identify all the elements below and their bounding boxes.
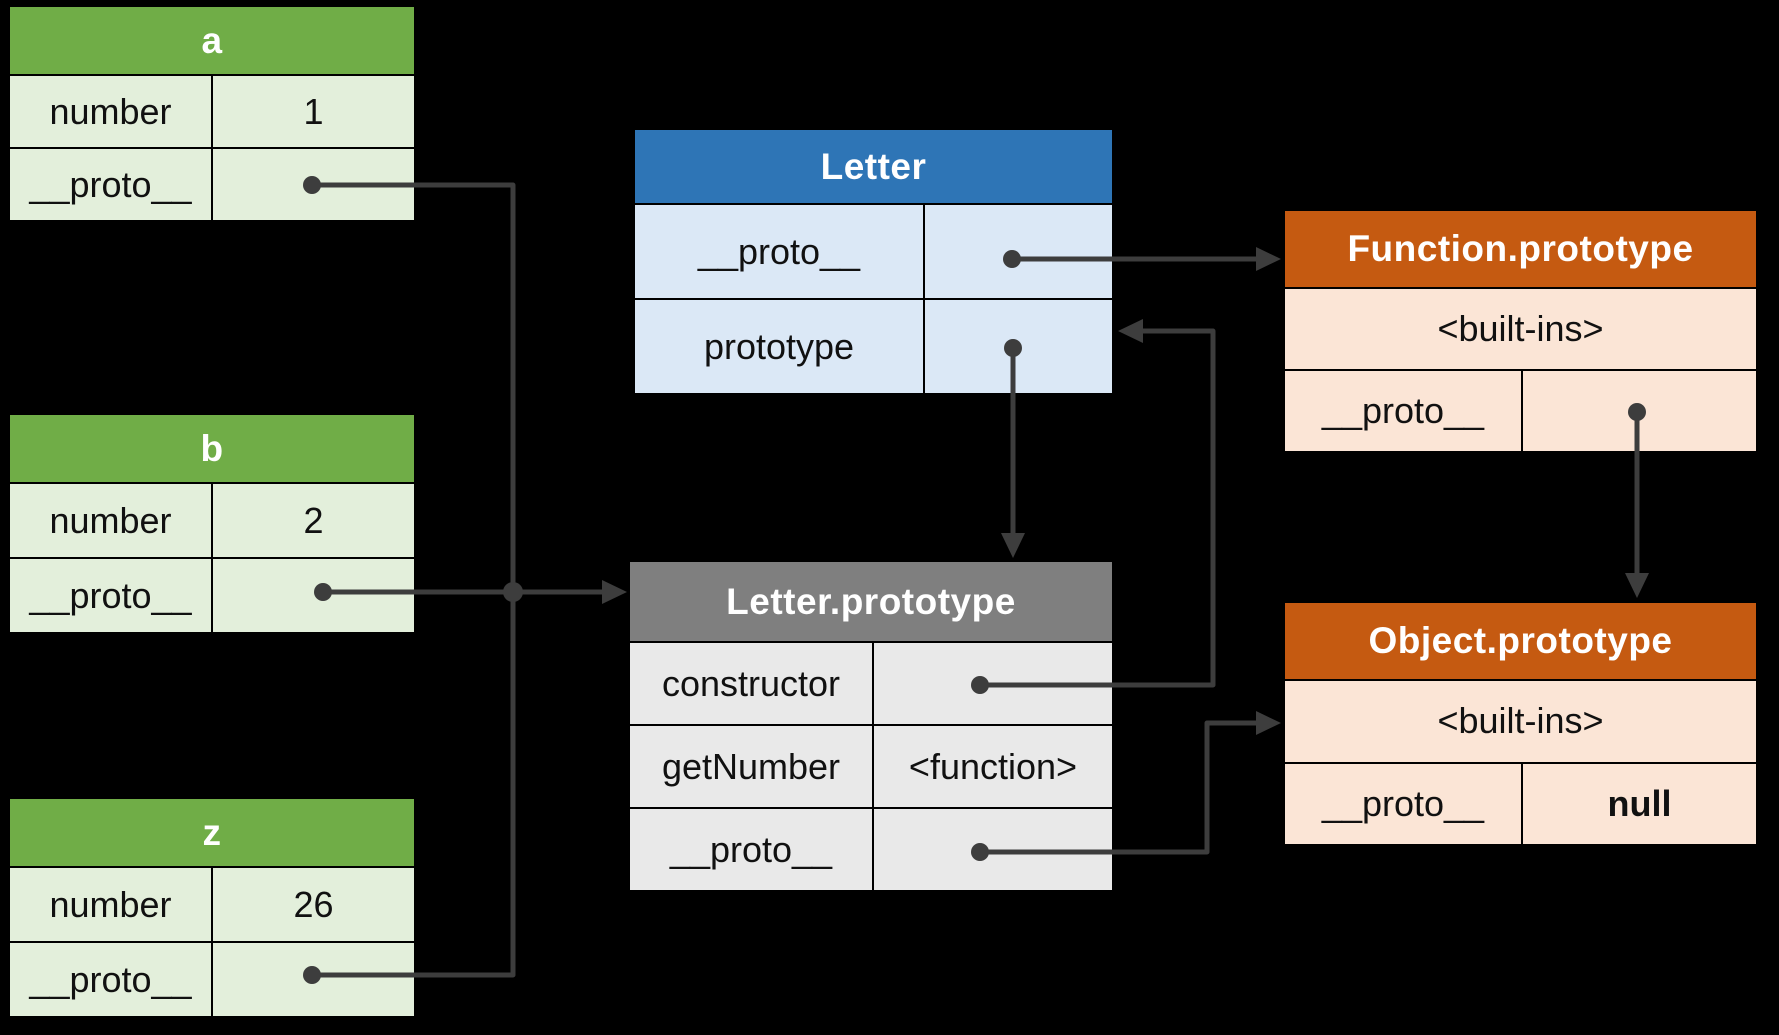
table-function-prototype: Function.prototype <built-ins> __proto__ [1283, 209, 1758, 453]
table-letter-prototype: Letter.prototype constructor getNumber <… [628, 560, 1114, 892]
function-prototype-proto-key: __proto__ [1285, 371, 1521, 451]
table-b-number-value: 2 [213, 484, 414, 557]
table-a-proto-pointer-cell [213, 149, 414, 220]
function-prototype-builtins: <built-ins> [1285, 289, 1756, 369]
letter-prototype-proto-pointer-cell [874, 809, 1112, 890]
function-prototype-proto-pointer-cell [1523, 371, 1756, 451]
table-z-number-value: 26 [213, 868, 414, 941]
table-b-proto-key: __proto__ [10, 559, 211, 632]
table-object-prototype: Object.prototype <built-ins> __proto__ n… [1283, 601, 1758, 846]
object-prototype-proto-value: null [1523, 763, 1756, 844]
table-b-title: b [10, 415, 414, 482]
table-z-title: z [10, 799, 414, 866]
letter-prototype-getnumber-key: getNumber [630, 726, 872, 807]
table-b-proto-pointer-cell [213, 559, 414, 632]
letter-prototype-constructor-pointer-cell [874, 643, 1112, 724]
table-letter-prototype-key: prototype [635, 300, 923, 393]
table-a-number-value: 1 [213, 76, 414, 147]
table-a: a number 1 __proto__ [8, 5, 416, 222]
table-z-proto-key: __proto__ [10, 943, 211, 1016]
table-letter-title: Letter [635, 130, 1112, 203]
table-z-proto-pointer-cell [213, 943, 414, 1016]
letter-prototype-constructor-key: constructor [630, 643, 872, 724]
table-a-proto-key: __proto__ [10, 149, 211, 220]
letter-prototype-proto-key: __proto__ [630, 809, 872, 890]
table-function-prototype-title: Function.prototype [1285, 211, 1756, 287]
table-letter-proto-pointer-cell [925, 205, 1112, 298]
table-z-number-key: number [10, 868, 211, 941]
table-b: b number 2 __proto__ [8, 413, 416, 634]
table-object-prototype-title: Object.prototype [1285, 603, 1756, 679]
table-a-title: a [10, 7, 414, 74]
table-letter-prototype-title: Letter.prototype [630, 562, 1112, 641]
object-prototype-proto-key: __proto__ [1285, 763, 1521, 844]
table-a-number-key: number [10, 76, 211, 147]
table-b-number-key: number [10, 484, 211, 557]
table-letter: Letter __proto__ prototype [633, 128, 1114, 395]
letter-prototype-getnumber-value: <function> [874, 726, 1112, 807]
table-z: z number 26 __proto__ [8, 797, 416, 1018]
object-prototype-builtins: <built-ins> [1285, 681, 1756, 762]
table-letter-prototype-pointer-cell [925, 300, 1112, 393]
arrow-junction-dot [503, 582, 523, 602]
table-letter-proto-key: __proto__ [635, 205, 923, 298]
